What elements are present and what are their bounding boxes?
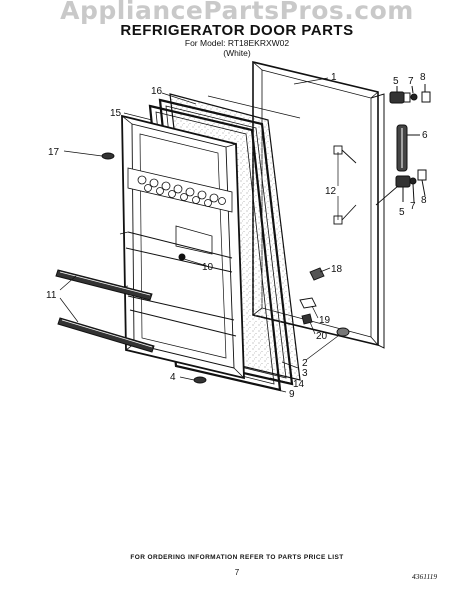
top-hinge-hardware [389, 84, 431, 104]
leader-lines [59, 77, 339, 393]
small-hardware [101, 152, 350, 384]
callout-11: 11 [46, 290, 57, 301]
callout-19: 19 [319, 315, 331, 326]
page-number: 7 [234, 568, 240, 577]
color-label: (White) [223, 48, 251, 58]
bottom-hinge-hardware [395, 169, 427, 203]
model-label: For Model: RT18EKRXW02 [184, 38, 290, 48]
egg-tray-area [127, 167, 233, 213]
callout-18: 18 [331, 264, 343, 275]
callout-7-top: 7 [408, 76, 414, 87]
callout-12: 12 [325, 186, 337, 197]
callout-8-top: 8 [420, 72, 426, 83]
page-title: REFRIGERATOR DOOR PARTS [120, 22, 354, 39]
callout-3: 3 [302, 368, 308, 379]
callout-7-bottom: 7 [410, 201, 416, 212]
callout-6: 6 [422, 130, 428, 141]
callout-5-top: 5 [393, 76, 399, 87]
inner-door-liner [121, 114, 245, 380]
callout-10: 10 [202, 262, 214, 273]
callout-15: 15 [110, 108, 122, 119]
ordering-note: FOR ORDERING INFORMATION REFER TO PARTS … [130, 554, 344, 561]
callout-20: 20 [316, 331, 328, 342]
callout-17: 17 [48, 147, 60, 158]
callout-2: 2 [302, 358, 308, 369]
callout-8-bottom: 8 [421, 195, 427, 206]
door-stop-bar [396, 124, 420, 172]
callout-16: 16 [151, 86, 163, 97]
callout-9: 9 [289, 389, 295, 400]
callout-1: 1 [331, 72, 337, 83]
door-shelf-bars [55, 269, 155, 353]
document-code: 4361119 [412, 572, 438, 581]
callout-5-bottom: 5 [399, 207, 405, 218]
hinge-brackets [333, 145, 399, 225]
callout-14: 14 [293, 379, 305, 390]
callout-labels: 1 16 15 17 5 7 8 6 12 5 7 8 10 18 11 19 … [46, 72, 428, 400]
callout-4: 4 [170, 372, 176, 383]
